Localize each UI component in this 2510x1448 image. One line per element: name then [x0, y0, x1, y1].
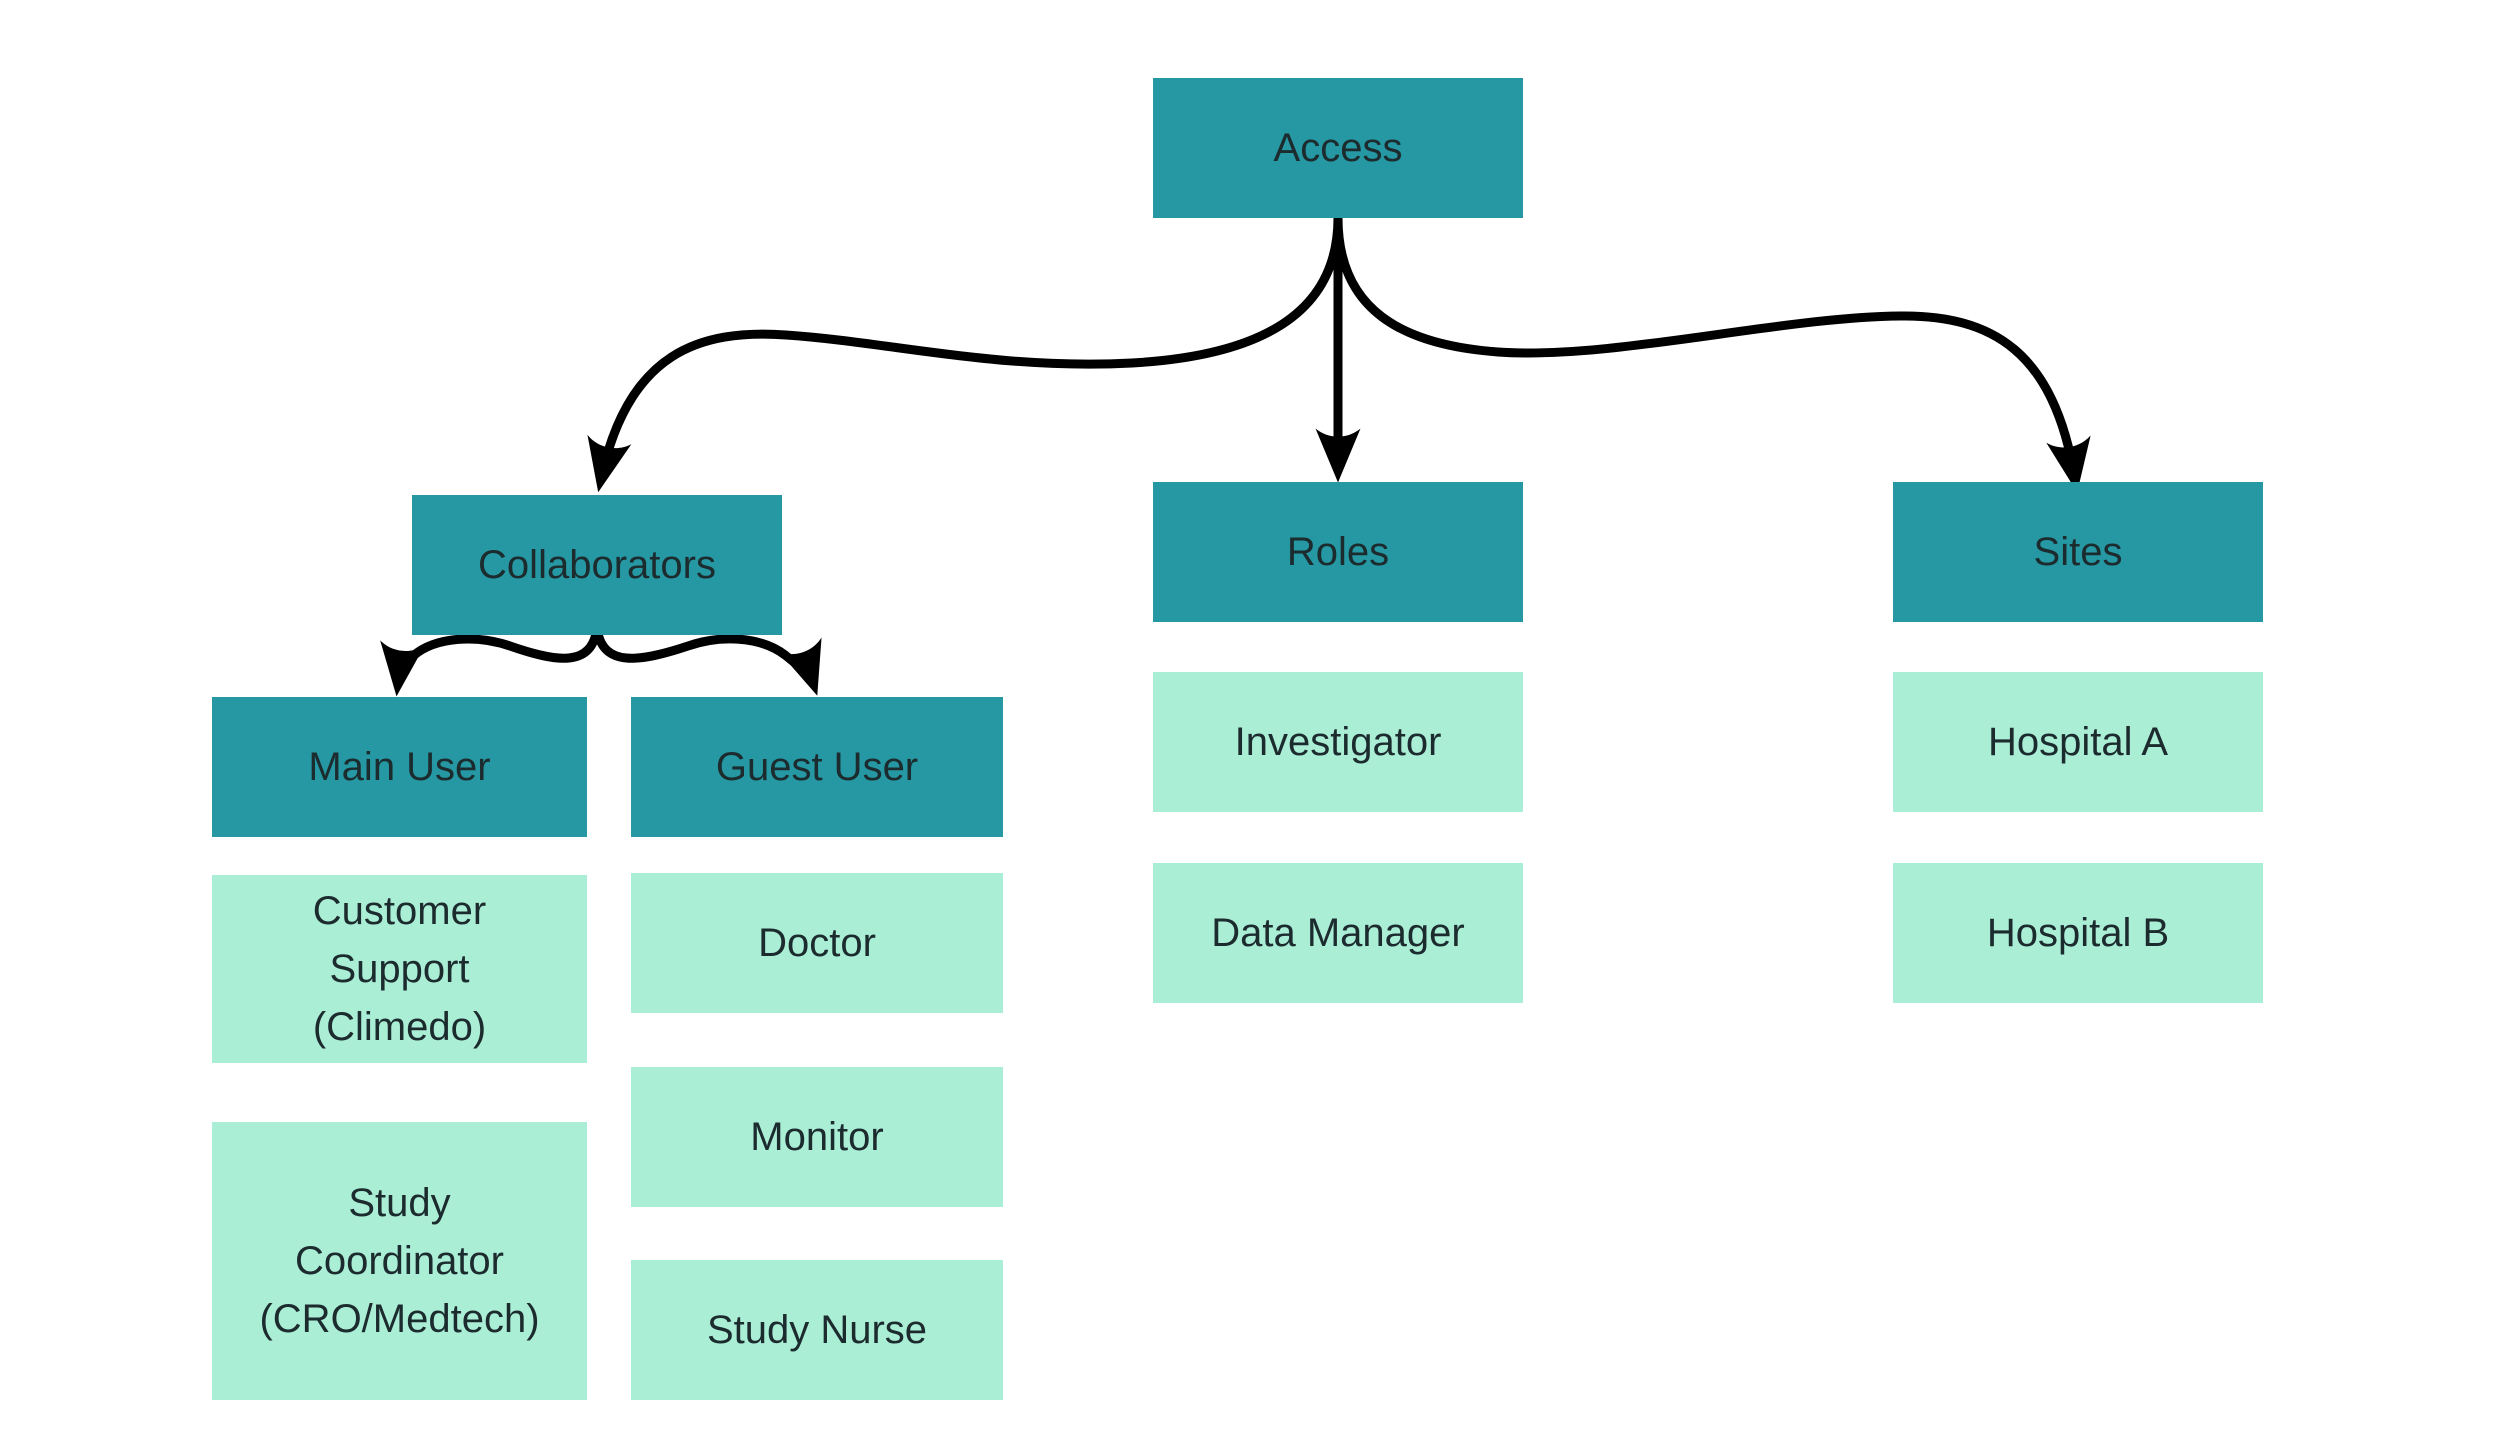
node-label: Study Nurse: [706, 1308, 928, 1352]
edge-collaborators-guest-user: [592, 627, 822, 696]
node-label: Main User: [308, 745, 491, 789]
node-label: (Climedo): [312, 1005, 487, 1049]
node-monitor: Monitor: [631, 1067, 1003, 1207]
node-label: Study: [348, 1181, 451, 1225]
node-label: Hospital B: [1986, 911, 2170, 955]
node-label: Guest User: [715, 745, 919, 789]
node-label: Monitor: [750, 1115, 884, 1159]
node-study-nurse: Study Nurse: [631, 1260, 1003, 1400]
node-label: Data Manager: [1211, 911, 1465, 955]
node-label: Support: [329, 947, 470, 991]
node-sites: Sites: [1893, 482, 2263, 622]
node-label: Investigator: [1234, 720, 1442, 764]
node-doctor: Doctor: [631, 873, 1003, 1013]
node-access: Access: [1153, 78, 1523, 218]
node-main-user: Main User: [212, 697, 587, 837]
node-hospital-a: Hospital A: [1893, 672, 2263, 812]
node-guest-user: Guest User: [631, 697, 1003, 837]
node-roles: Roles: [1153, 482, 1523, 622]
node-label: Access: [1273, 126, 1403, 170]
node-label: Doctor: [758, 921, 876, 965]
node-hospital-b: Hospital B: [1893, 863, 2263, 1003]
node-collaborators: Collaborators: [412, 495, 782, 635]
edge-access-collaborators: [587, 217, 1343, 493]
node-label: Coordinator: [294, 1239, 504, 1283]
node-investigator: Investigator: [1153, 672, 1523, 812]
node-label: Hospital A: [1987, 720, 2169, 764]
node-data-manager: Data Manager: [1153, 863, 1523, 1003]
node-label: Sites: [2033, 530, 2123, 574]
node-label: Customer: [312, 889, 487, 933]
edge-collaborators-main-user: [380, 627, 602, 697]
node-label: (CRO/Medtech): [259, 1297, 540, 1341]
node-label: Collaborators: [478, 543, 716, 587]
edge-access-sites: [1333, 217, 2091, 493]
node-label: Roles: [1286, 530, 1390, 574]
